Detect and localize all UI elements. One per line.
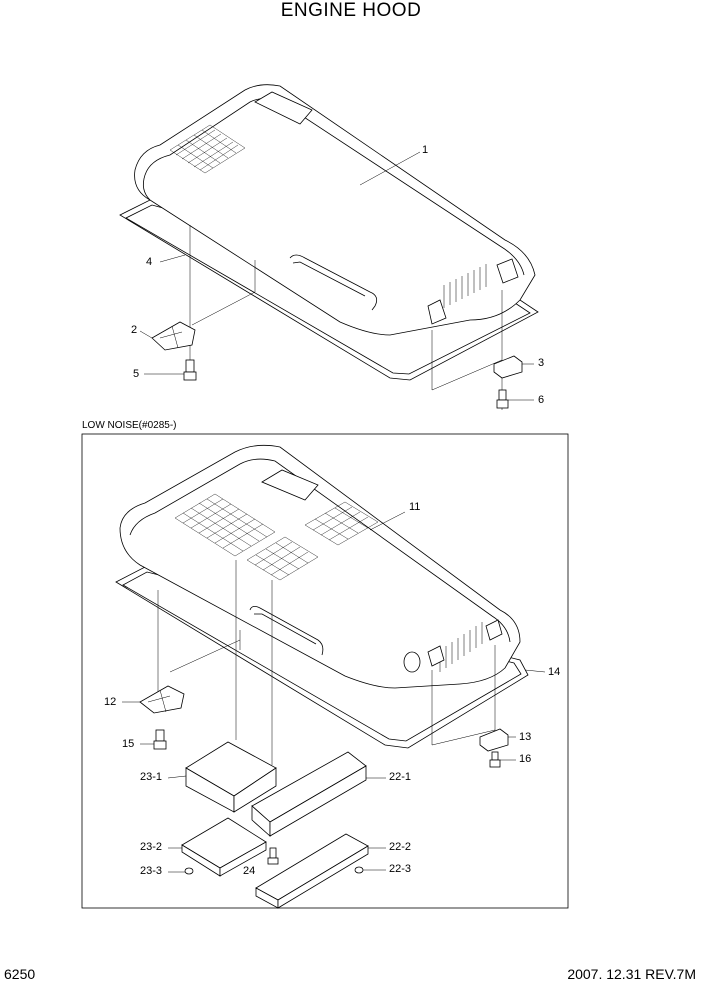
leader-lines-low	[157, 511, 546, 765]
vent-grid-low-c	[304, 501, 379, 546]
revision-date: 2007. 12.31 REV.7M	[567, 966, 696, 982]
low-noise-frame	[81, 433, 569, 909]
clip-part-22-3	[354, 866, 386, 874]
callout-1: 1	[422, 144, 429, 156]
callout-15: 15	[122, 738, 135, 750]
bolt-part-15	[140, 729, 167, 750]
callout-24: 24	[243, 865, 256, 877]
callout-6: 6	[538, 394, 545, 406]
tray-part-22-1	[251, 751, 386, 837]
bolt-part-6	[496, 389, 534, 409]
callout-22-3: 22-3	[389, 863, 412, 875]
low-noise-label: LOW NOISE(#0285-)	[82, 420, 177, 431]
callout-13: 13	[519, 731, 532, 743]
rear-louvres-top	[443, 264, 487, 308]
diagram-title: ENGINE HOOD	[280, 0, 422, 21]
callout-23-3: 23-3	[140, 865, 163, 877]
vent-grid-low-a	[174, 493, 276, 557]
callout-22-1: 22-1	[389, 771, 412, 783]
callout-23-2: 23-2	[140, 841, 163, 853]
hinge-part-2	[139, 321, 196, 351]
callout-4: 4	[146, 256, 153, 268]
callout-23-1: 23-1	[140, 771, 163, 783]
vent-grid-top	[169, 124, 246, 174]
bolt-part-16	[489, 751, 516, 768]
hood-body-top	[134, 84, 536, 336]
page-number: 6250	[4, 966, 36, 982]
callout-14: 14	[548, 666, 561, 678]
pad-part-23-2	[168, 817, 267, 877]
hinge-part-12	[122, 685, 185, 714]
block-part-13	[479, 728, 516, 752]
callout-12: 12	[104, 696, 117, 708]
fastener-part-24	[267, 847, 279, 865]
callout-3: 3	[538, 357, 545, 369]
block-part-3	[493, 355, 534, 379]
clip-part-23-3	[168, 867, 194, 875]
bolt-part-5	[144, 359, 197, 381]
callout-22-2: 22-2	[389, 841, 412, 853]
callout-11: 11	[409, 501, 421, 513]
tray-part-23-1	[167, 741, 277, 813]
pad-part-22-2	[255, 833, 386, 909]
vent-grid-low-b	[246, 536, 319, 581]
callout-5: 5	[133, 368, 140, 380]
callout-2: 2	[131, 324, 138, 336]
callout-16: 16	[519, 753, 532, 765]
hood-body-low	[119, 444, 521, 689]
